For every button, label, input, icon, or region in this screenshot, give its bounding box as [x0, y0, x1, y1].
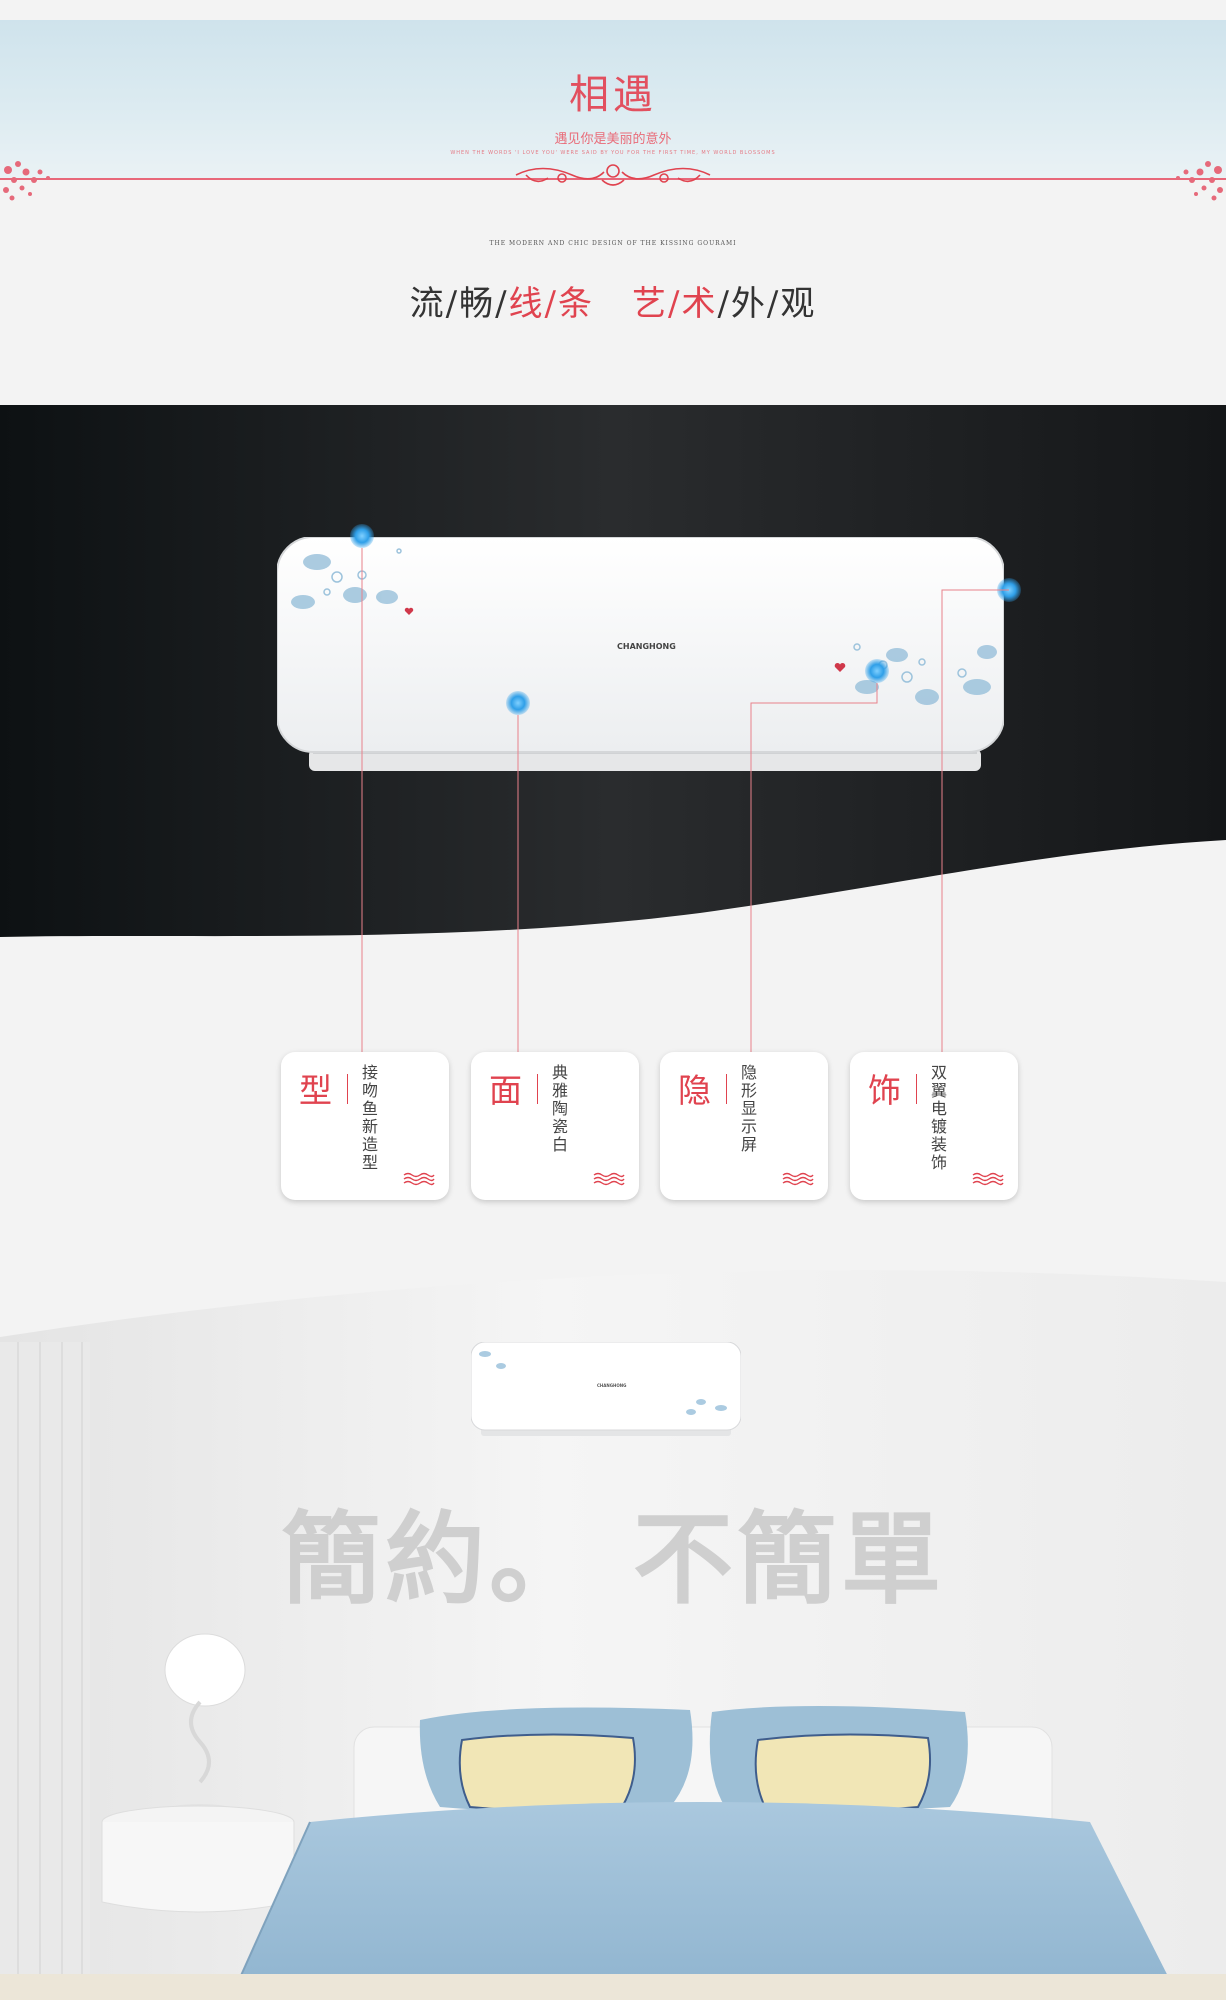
feature-hotspots [350, 524, 1021, 1053]
hotspot-display [865, 659, 889, 683]
feature-divider [726, 1074, 727, 1104]
slogan: 流/畅/线/条艺/术/外/观 [0, 276, 1226, 325]
header-divider-line [0, 178, 1226, 180]
slogan-part-3: 艺/术 [632, 284, 718, 324]
feature-key: 面 [489, 1071, 522, 1110]
motto-right: 不簡單 [633, 1500, 945, 1618]
bedroom-scene: CHANGHONG [0, 1262, 1226, 2000]
page-subtitle: 遇见你是美丽的意外 [554, 132, 672, 147]
feature-key: 型 [299, 1071, 332, 1110]
feature-desc: 接吻鱼新造型 [361, 1063, 378, 1172]
header-section: 相遇 遇见你是美丽的意外 WHEN THE WORDS 'I LOVE YOU'… [0, 0, 1226, 400]
wave-icon [593, 1172, 625, 1186]
slogan-part-2: 线/条 [508, 284, 594, 324]
motto-left: 簡約。 [281, 1500, 593, 1618]
feature-card-trim[interactable]: 饰 双翼电镀装饰 [850, 1052, 1018, 1200]
wave-icon [403, 1172, 435, 1186]
feature-card-surface[interactable]: 面 典雅陶瓷白 [471, 1052, 639, 1200]
page-title: 相遇 [569, 72, 657, 118]
wave-icon [782, 1172, 814, 1186]
feature-desc: 隐形显示屏 [740, 1063, 757, 1154]
tiny-english-line: WHEN THE WORDS 'I LOVE YOU' WERE SAID BY… [450, 150, 776, 156]
feature-desc: 双翼电镀装饰 [930, 1063, 947, 1172]
motto: 簡約。不簡單 [0, 1478, 1226, 1623]
floral-vine-left-icon [3, 161, 50, 201]
feature-divider [347, 1074, 348, 1104]
hotspot-surface [506, 691, 530, 715]
feature-divider [537, 1074, 538, 1104]
feature-divider [916, 1074, 917, 1104]
hotspot-shape [350, 524, 374, 548]
ac-brand-label: CHANGHONG [617, 642, 676, 651]
slogan-part-1: 流/畅/ [409, 284, 509, 324]
english-micro-caption: THE MODERN AND CHIC DESIGN OF THE KISSIN… [489, 240, 737, 247]
wave-icon [972, 1172, 1004, 1186]
floral-vine-right-icon [1176, 161, 1223, 201]
feature-card-display[interactable]: 隐 隐形显示屏 [660, 1052, 828, 1200]
side-table-icon [101, 1805, 295, 1913]
ornament-flourish-icon [515, 164, 711, 186]
small-ac-brand-label: CHANGHONG [597, 1383, 626, 1388]
air-conditioner-small: CHANGHONG [471, 1342, 741, 1436]
feature-key: 隐 [678, 1071, 711, 1110]
air-conditioner-main: CHANGHONG [277, 537, 1004, 771]
feature-card-shape[interactable]: 型 接吻鱼新造型 [281, 1052, 449, 1200]
feature-desc: 典雅陶瓷白 [551, 1063, 568, 1154]
feature-key: 饰 [868, 1071, 901, 1110]
slogan-part-4: /外/观 [717, 284, 817, 324]
sky-banner [0, 20, 1226, 178]
